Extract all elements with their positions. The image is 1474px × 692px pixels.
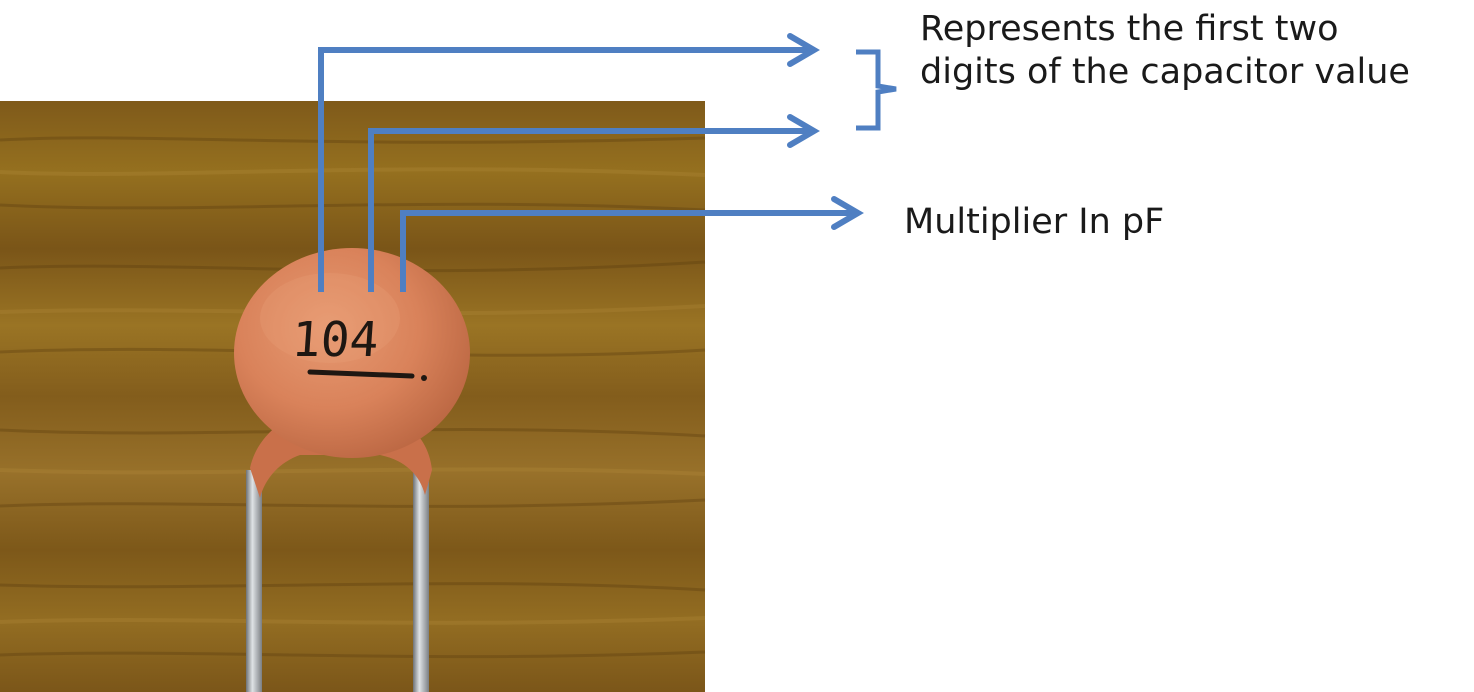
first-two-digits-label-line2: digits of the capacitor value	[920, 52, 1410, 92]
capacitor-leads	[246, 470, 429, 692]
first-two-digits-label-line1: Represents the first two	[920, 9, 1339, 49]
arrow-second-digit	[368, 128, 812, 292]
arrow-multiplier-digit	[400, 210, 856, 292]
arrow-first-digit	[318, 47, 812, 292]
capacitor-marking: 104	[290, 312, 427, 381]
multiplier-label: Multiplier In pF	[904, 202, 1165, 242]
bracket-first-two	[856, 49, 897, 131]
capacitor-value-code: 104	[290, 312, 381, 368]
capacitor-body	[234, 248, 470, 498]
annotation-arrows	[318, 33, 897, 292]
first-two-digits-label: Represents the first two digits of the c…	[920, 8, 1410, 94]
